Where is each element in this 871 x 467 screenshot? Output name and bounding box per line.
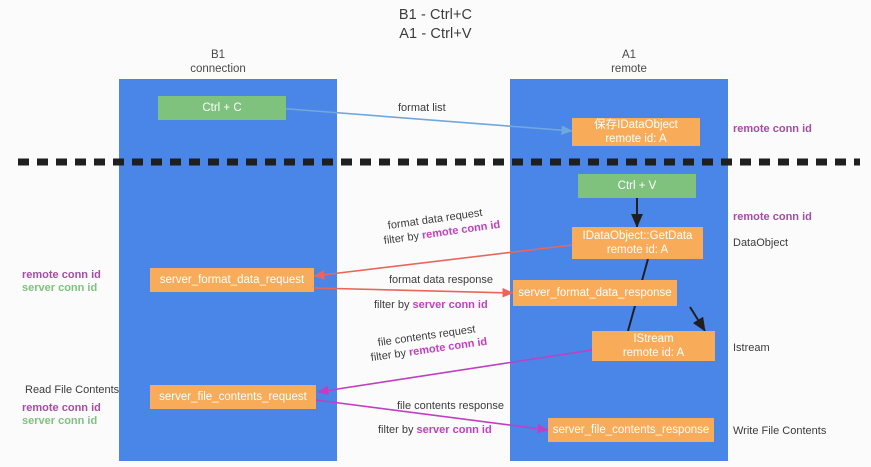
annotation-right-remote-conn-id-mid: remote conn id [733,211,812,223]
node-istream-line1: IStream [633,333,674,345]
column-header-b1-name: B1 [210,49,226,61]
filter-key-server-conn-id: server conn id [416,424,492,436]
column-header-a1-name: A1 [621,49,637,61]
node-ctrl-v-label: Ctrl + V [617,180,657,192]
edge-label-format-list: format list [398,102,446,114]
node-istream[interactable]: IStream remote id: A [592,331,715,361]
edge-label-format-data-response: format data response [389,274,493,286]
node-server-file-contents-response-label: server_file_contents_response [552,424,710,436]
filter-prefix: filter by [383,229,423,248]
title-line-1: B1 - Ctrl+C [398,7,473,23]
annotation-left-remote-conn-id: remote conn id [22,269,101,281]
column-header-a1-role: remote [611,63,647,75]
title-line-2: A1 - Ctrl+V [399,26,472,42]
filter-prefix: filter by [378,424,417,436]
node-ctrl-v[interactable]: Ctrl + V [578,174,696,198]
annotation-dataobject: DataObject [733,237,789,249]
node-ctrl-c-label: Ctrl + C [202,102,242,114]
edge-label-format-data-response-filter: filter by server conn id [374,298,488,313]
column-header-a1: A1 remote [519,48,739,76]
edge-label-file-contents-response-filter: filter by server conn id [378,423,492,438]
node-server-format-data-response-label: server_format_data_response [518,287,672,299]
node-server-file-contents-request[interactable]: server_file_contents_request [150,385,316,409]
annotation-istream: Istream [733,342,770,354]
node-server-file-contents-response[interactable]: server_file_contents_response [548,418,714,442]
filter-key-server-conn-id: server conn id [412,299,488,311]
column-header-b1: B1 connection [108,48,328,76]
node-save-dataobject-line2: remote id: A [605,133,667,145]
node-server-format-data-request[interactable]: server_format_data_request [150,268,314,292]
annotation-read-file-contents: Read File Contents [25,384,120,396]
arrow-format-data-response [313,287,514,298]
edge-label-file-contents-response: file contents response [397,400,505,412]
node-idataobject-getdata[interactable]: IDataObject::GetData remote id: A [572,227,703,259]
annotation-right-remote-conn-id-top: remote conn id [733,123,812,135]
node-getdata-line2: remote id: A [606,244,669,256]
node-server-format-data-response[interactable]: server_format_data_response [513,280,677,306]
annotation-left2-remote-conn-id: remote conn id [22,402,101,414]
node-getdata-line1: IDataObject::GetData [582,230,693,242]
annotation-left-server-conn-id: server conn id [22,282,98,294]
column-header-b1-role: connection [190,63,246,75]
node-server-format-data-request-label: server_format_data_request [159,274,305,286]
filter-prefix: filter by [374,299,413,311]
filter-prefix: filter by [370,346,410,365]
node-save-dataobject-line1: 保存IDataObject [594,119,678,131]
page-title: B1 - Ctrl+C A1 - Ctrl+V [0,6,871,44]
node-ctrl-c[interactable]: Ctrl + C [158,96,286,120]
annotation-left2-server-conn-id: server conn id [22,415,98,427]
node-save-dataobject[interactable]: 保存IDataObject remote id: A [572,118,700,146]
node-istream-line2: remote id: A [622,347,685,359]
annotation-write-file-contents: Write File Contents [733,425,827,437]
node-server-file-contents-request-label: server_file_contents_request [159,391,307,403]
